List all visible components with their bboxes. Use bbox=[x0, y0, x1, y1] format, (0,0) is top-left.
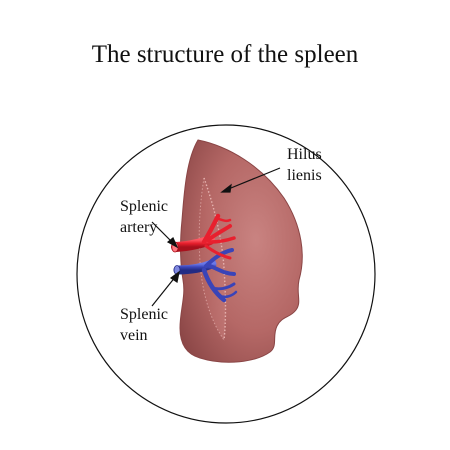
vein-label-line-1: Splenic bbox=[120, 306, 168, 323]
artery-label-line-2: artery bbox=[120, 219, 158, 236]
hilus-rim bbox=[203, 177, 227, 341]
hilus-pointer bbox=[225, 167, 281, 191]
artery-label-line-1: Splenic bbox=[120, 198, 168, 215]
splenic-artery bbox=[171, 213, 236, 260]
hilus-rim-left bbox=[198, 177, 225, 341]
vein-label-line-2: vein bbox=[120, 327, 148, 344]
hilus-lienis-label: Hilus lienis bbox=[287, 144, 322, 186]
vein-pointer bbox=[151, 275, 177, 307]
spleen-body bbox=[179, 139, 303, 363]
vein-arrowhead bbox=[169, 270, 180, 283]
hilus-label-line-1: Hilus bbox=[287, 146, 322, 163]
artery-arrowhead bbox=[166, 237, 179, 249]
frame-circle bbox=[76, 124, 376, 424]
splenic-vein-label: Splenic vein bbox=[120, 304, 168, 346]
splenic-artery-label: Splenic artery bbox=[120, 196, 168, 238]
splenic-vein bbox=[173, 248, 238, 303]
pointer-arrows bbox=[151, 167, 281, 307]
hilus-arrowhead bbox=[220, 183, 232, 193]
diagram-title: The structure of the spleen bbox=[91, 41, 359, 68]
hilus-label-line-2: lienis bbox=[287, 167, 322, 184]
